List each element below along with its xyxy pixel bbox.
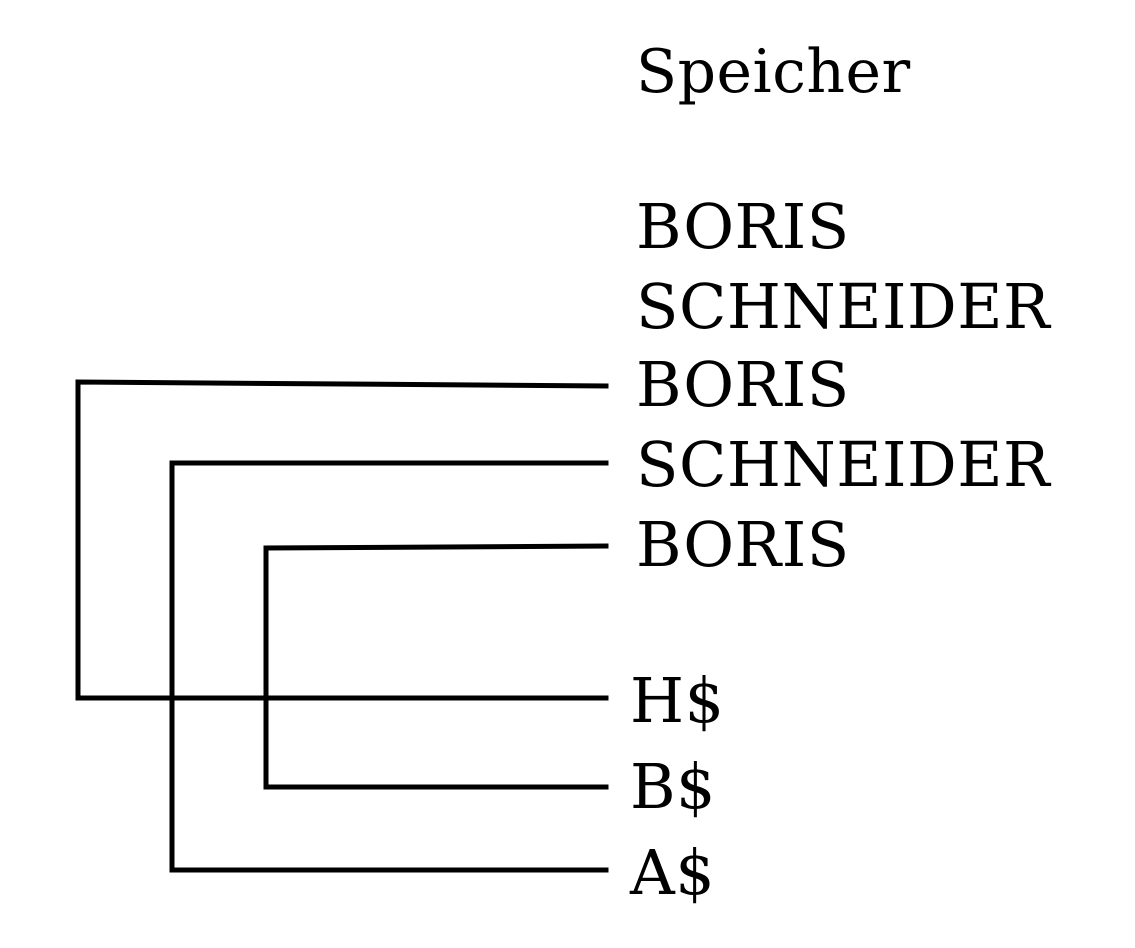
variable-label-h: H$	[630, 664, 725, 737]
memory-cell: BORIS	[636, 348, 850, 421]
connector-a-to-schneider	[169, 460, 609, 873]
memory-cell: SCHNEIDER	[636, 270, 1051, 343]
memory-cell: BORIS	[636, 508, 850, 581]
memory-cell: BORIS	[636, 190, 850, 263]
variable-label-a: A$	[630, 836, 716, 909]
memory-cell: SCHNEIDER	[636, 428, 1051, 501]
connector-h-to-boris	[75, 379, 609, 701]
variable-label-b: B$	[630, 750, 717, 823]
memory-title: Speicher	[636, 37, 911, 107]
connector-b-to-boris	[263, 543, 609, 790]
